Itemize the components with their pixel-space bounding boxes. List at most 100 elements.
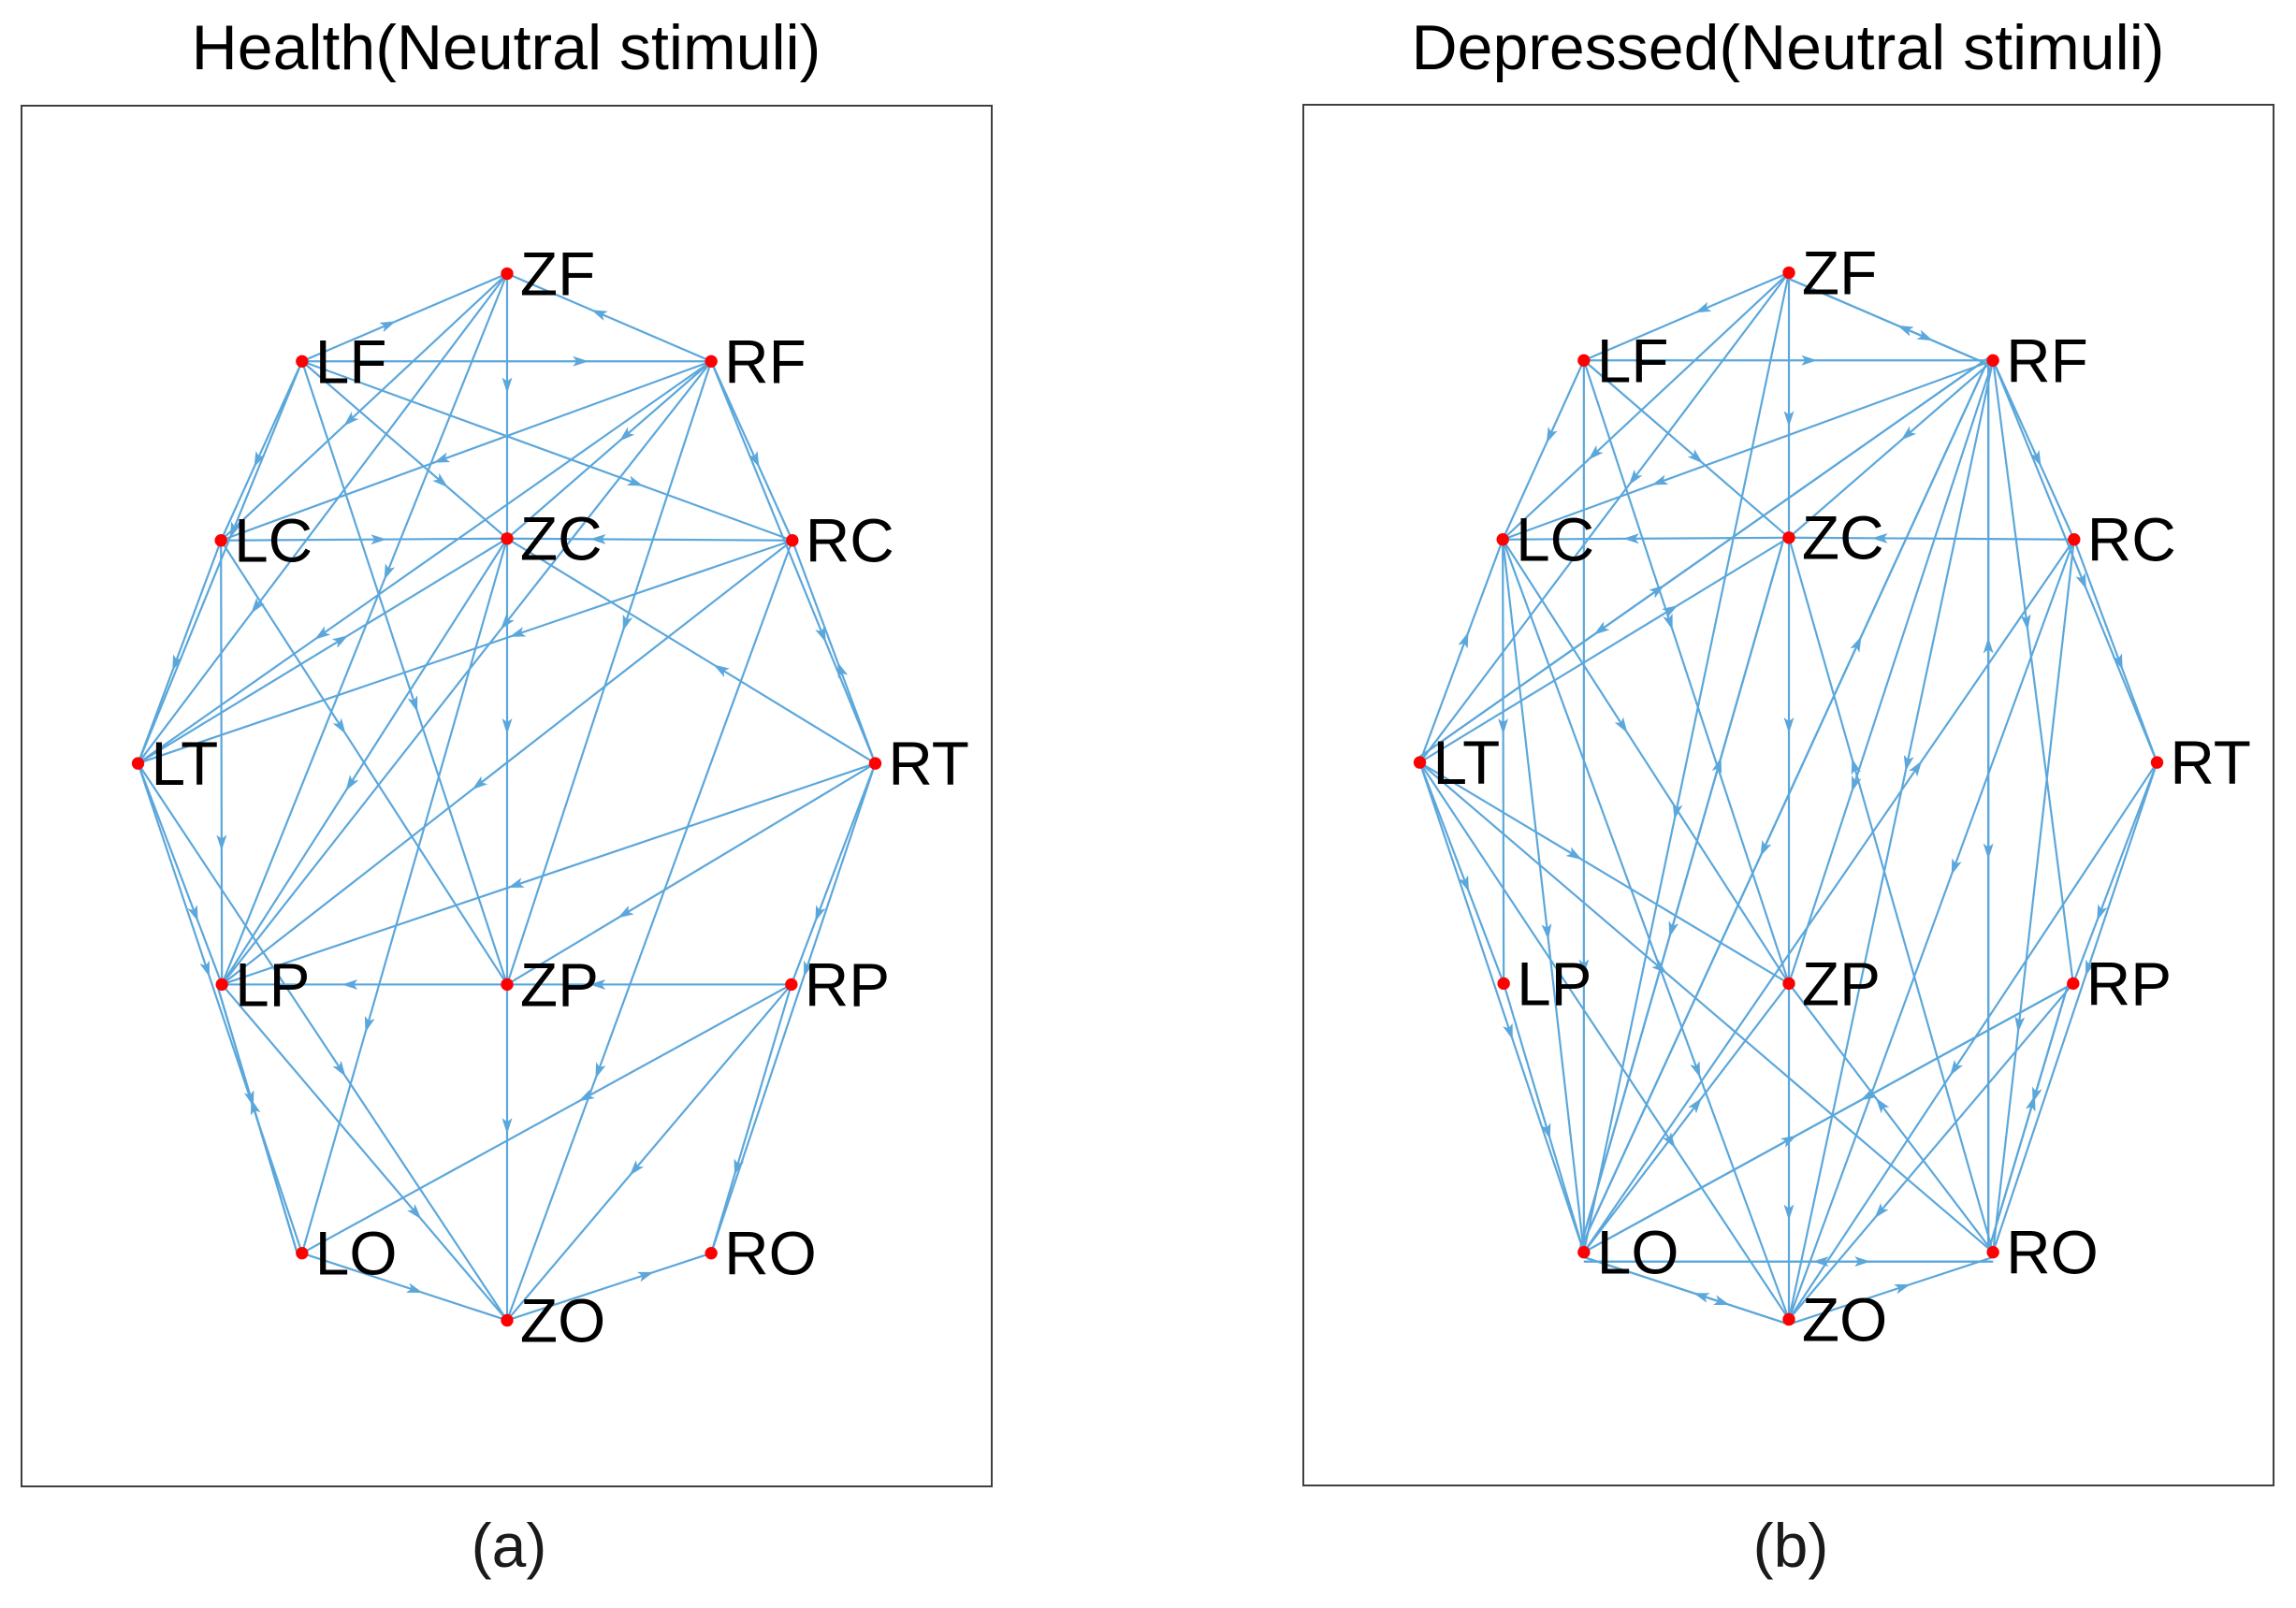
arrowhead-icon xyxy=(509,627,527,637)
node-dot-RT xyxy=(2150,756,2164,769)
arrowhead-icon xyxy=(379,321,397,333)
arrowhead-icon xyxy=(314,626,331,640)
edge-RT-ZO xyxy=(1788,761,2158,1321)
arrowhead-icon xyxy=(1950,1059,1964,1077)
edge-LT-LO xyxy=(137,762,303,1254)
edge-LT-ZO xyxy=(1418,761,1790,1321)
edge-ZF-LO xyxy=(1582,272,1791,1253)
arrowhead-icon xyxy=(345,775,359,791)
edge-LT-ZC xyxy=(1418,536,1790,764)
node-dot-RF xyxy=(705,355,718,368)
arrowhead-icon xyxy=(407,695,418,713)
arrowhead-icon xyxy=(1651,474,1669,485)
arrowhead-icon xyxy=(618,427,635,442)
arrowhead-icon xyxy=(748,451,760,468)
arrowhead-icon xyxy=(629,1160,645,1176)
arrowhead-icon xyxy=(472,775,488,790)
arrowhead-icon xyxy=(2029,450,2042,467)
arrowhead-icon xyxy=(1694,301,1712,313)
edge-RC-LP xyxy=(221,539,793,986)
arrowhead-icon xyxy=(578,1089,595,1102)
node-dot-ZP xyxy=(501,978,514,992)
edge-RC-ZO xyxy=(1787,539,2075,1320)
arrowhead-icon xyxy=(1649,585,1665,599)
edge-RF-ZC xyxy=(506,360,712,540)
edge-RO-ZC xyxy=(1787,537,1995,1253)
edge-ZO-LO xyxy=(1581,1255,1788,1326)
edge-LC-LT xyxy=(137,540,223,764)
panel-a-title: Health(Neutral stimuli) xyxy=(191,12,821,83)
arrowhead-icon xyxy=(199,960,211,978)
edge-RF-ZF xyxy=(1786,277,1992,367)
arrowhead-icon xyxy=(815,626,826,643)
edge-RT-LP xyxy=(221,762,876,986)
arrowhead-icon xyxy=(433,452,451,463)
arrowhead-icon xyxy=(622,614,633,631)
node-label-RF: RF xyxy=(724,326,807,396)
node-label-LT: LT xyxy=(151,729,218,798)
arrowhead-icon xyxy=(1498,718,1509,735)
arrowhead-icon xyxy=(1871,532,1888,543)
node-dot-LC xyxy=(1496,533,1509,546)
arrowhead-icon xyxy=(1909,761,1923,777)
edge-LT-LO xyxy=(1418,761,1585,1253)
node-dot-LC xyxy=(214,534,227,547)
edge-LF-ZC xyxy=(301,360,508,540)
arrowhead-icon xyxy=(1578,959,1590,976)
arrowhead-icon xyxy=(1688,1097,1702,1114)
node-dot-LF xyxy=(1577,354,1591,367)
arrowhead-icon xyxy=(251,597,265,614)
edge-RC-RT xyxy=(2072,539,2158,763)
node-dot-LP xyxy=(1497,977,1510,991)
edge-ZF-LP xyxy=(221,273,509,985)
edge-RT-RP xyxy=(790,762,877,985)
edge-RF-ZC xyxy=(1788,359,1994,539)
arrowhead-icon xyxy=(1903,754,1914,772)
node-label-RT: RT xyxy=(888,729,968,798)
arrowhead-icon xyxy=(589,978,606,990)
edge-RF-ZP xyxy=(505,360,713,985)
edge-ZC-LC xyxy=(1503,536,1790,541)
node-dot-ZO xyxy=(1782,1312,1795,1326)
arrowhead-icon xyxy=(332,1060,346,1078)
arrowhead-icon xyxy=(2112,653,2123,671)
node-dot-RT xyxy=(868,757,882,770)
edge-ZF-LT xyxy=(1418,271,1790,763)
node-dot-RC xyxy=(2068,533,2081,546)
arrowhead-icon xyxy=(332,717,346,734)
edge-RF-LC xyxy=(220,360,712,542)
node-label-LF: LF xyxy=(315,326,387,396)
node-label-RO: RO xyxy=(2006,1218,2099,1287)
node-label-RC: RC xyxy=(2087,505,2176,574)
edge-LO-ZP xyxy=(1582,982,1790,1253)
edge-LC-ZO xyxy=(1502,539,1791,1320)
arrowhead-icon xyxy=(432,472,448,487)
arrowhead-icon xyxy=(1503,1022,1513,1040)
edge-RF-LT xyxy=(137,360,712,764)
arrowhead-icon xyxy=(1850,636,1862,653)
edge-ZF-LF xyxy=(1583,271,1790,362)
edge-RF-RT xyxy=(710,360,877,764)
node-dot-RP xyxy=(785,978,798,992)
arrowhead-icon xyxy=(1588,445,1604,460)
arrowhead-icon xyxy=(507,877,525,888)
arrowhead-icon xyxy=(2020,614,2031,630)
arrowhead-icon xyxy=(1711,757,1722,775)
arrowhead-icon xyxy=(1540,1123,1551,1140)
edge-RC-RO xyxy=(1992,539,2075,1253)
arrowhead-icon xyxy=(501,377,513,394)
arrowhead-icon xyxy=(589,533,606,544)
edge-LO-RF xyxy=(1578,357,1990,1252)
node-label-ZF: ZF xyxy=(1802,238,1877,307)
arrowhead-icon xyxy=(1622,533,1639,544)
arrowhead-icon xyxy=(254,451,266,468)
edge-RC-LT xyxy=(138,539,793,765)
arrowhead-icon xyxy=(1663,613,1673,630)
panel-a-caption: (a) xyxy=(471,1511,547,1580)
node-label-LC: LC xyxy=(1516,505,1594,574)
node-label-LO: LO xyxy=(315,1219,398,1288)
node-label-ZC: ZC xyxy=(1802,503,1884,572)
edge-LT-LP xyxy=(1418,761,1505,984)
edge-RF-ZO xyxy=(1787,360,1995,1320)
